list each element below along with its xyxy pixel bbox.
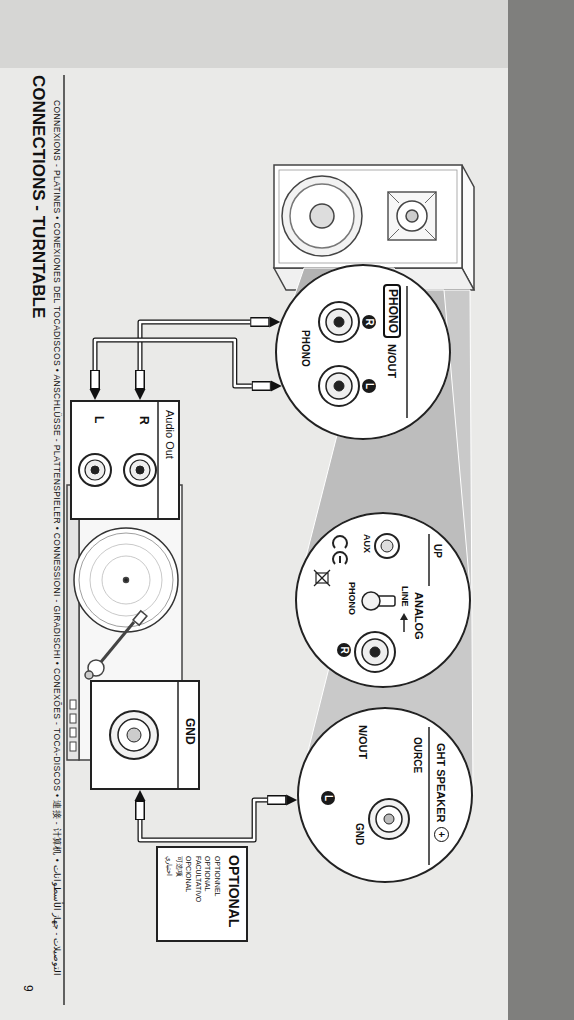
plug-body [90,370,100,389]
plug-body [267,795,286,805]
node-text: 可选项 [175,856,183,877]
node-text: PHONO [300,330,312,367]
arrowhead [135,389,146,400]
node-text: ANALOG [412,592,425,640]
node-text: UP [432,544,444,558]
audio-out-box: Audio Out R L [70,400,180,520]
rca-cable [90,340,282,400]
page-title: CONNECTIONS - TURNTABLE [28,75,48,318]
callout-circle-fills [275,264,473,883]
input-detail-circle: UP ANALOG AUX LINE PHONO R [295,512,471,688]
node-text: OPCIONAL [184,856,192,892]
node-text: N/OUT [385,344,398,378]
node-text: PHONO [383,284,401,338]
speaker-terminal-circle: GHT SPEAKER + OURCE N/OUT L GND [297,707,473,883]
page-shadow [0,0,508,1020]
node-text: FACULTATIVO [194,856,202,902]
arrowhead [271,381,282,392]
optional-box-fill [156,846,248,942]
gnd-box: GND [90,680,200,790]
node-text: GND [182,718,196,745]
node-text: PHONO [347,582,357,615]
node-text: LINE [400,586,410,607]
node-text: R [136,416,150,425]
node-text: AUX [362,534,372,553]
optional-note-box: OPTIONALOPTIONNELOPTIONALFACULTATIVOOPCI… [156,846,248,942]
arrowhead [269,317,280,328]
plug-body [135,370,145,389]
arrowhead [286,795,297,806]
node-text: N/OUT [356,725,369,759]
audio-out-panel [70,400,180,520]
plug-fill [268,797,285,804]
arrowhead [135,790,146,801]
plug-fill [253,383,270,390]
plug-fill [92,371,99,388]
cable-core [140,800,267,840]
rca-cable [135,317,281,401]
page-number: 9 [20,985,34,992]
node-text: R [337,643,351,657]
node-text: Audio Out [163,410,176,459]
node-text: OPTIONNEL [213,856,221,896]
cable-outline [95,340,252,386]
node-text: GND [354,823,366,845]
cable-core [95,340,252,386]
gnd-panel [90,680,200,790]
plug-body [250,317,269,327]
node-text: OURCE [412,737,424,773]
plug-body [135,801,145,820]
plug-body [252,381,271,391]
node-text: L [362,379,376,393]
plug-fill [137,371,144,388]
speaker-terminal-detail [369,727,429,865]
subtitle-languages: CONNEXIONS - PLATINES • CONEXIONES DEL T… [51,100,61,976]
input-panel-detail [314,534,429,672]
node-text: اختياري [165,856,173,876]
node-text: L [321,791,335,805]
node-text: L [91,416,105,423]
cable-outline [140,800,267,840]
page-sheet [0,68,508,1020]
node-text: OPTIONAL [203,856,211,891]
node-text: GHT SPEAKER [434,743,447,822]
phono-detail-circle: PHONO N/OUT R L PHONO [275,264,451,440]
ground-wire [135,790,298,840]
node-text: OPTIONAL [226,855,242,927]
node-text: R [362,315,376,329]
plug-fill [137,802,144,819]
header-rule [63,75,65,1005]
plug-fill [251,319,268,326]
node-text: + [434,827,449,842]
arrowhead [90,389,101,400]
